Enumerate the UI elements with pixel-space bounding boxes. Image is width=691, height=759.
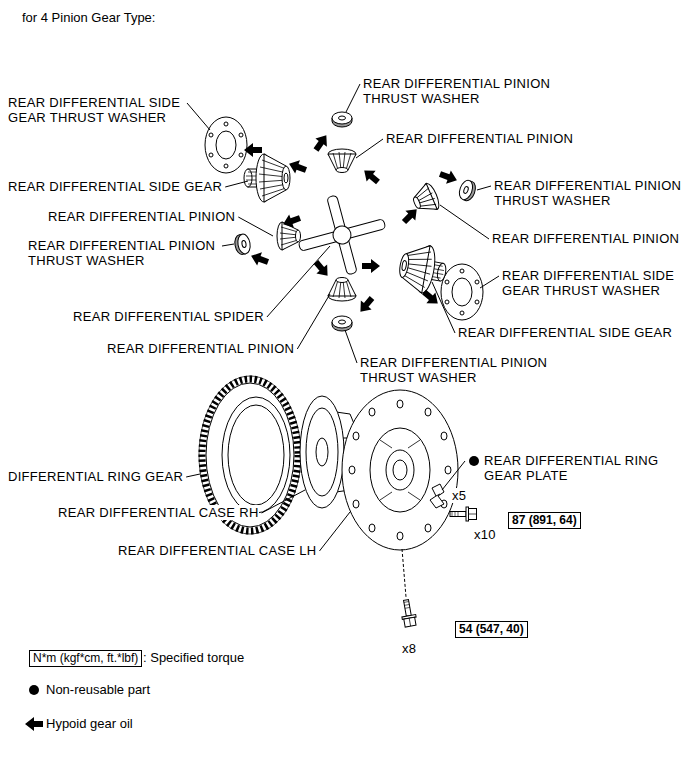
leader-line <box>480 276 499 288</box>
part-label: REAR DIFFERENTIAL SIDE GEAR THRUST WASHE… <box>8 95 184 125</box>
leader-line <box>238 217 273 236</box>
pinion <box>328 149 356 173</box>
part-label: REAR DIFFERENTIAL CASE RH <box>58 505 259 520</box>
part-label: REAR DIFFERENTIAL SIDE GEAR <box>458 325 672 340</box>
oil-arrows <box>244 131 459 316</box>
part-label: REAR DIFFERENTIAL PINION THRUST WASHER <box>360 355 551 385</box>
pinion <box>328 278 356 302</box>
part-label: REAR DIFFERENTIAL PINION <box>386 131 573 146</box>
part-label: REAR DIFFERENTIAL SIDE GEAR THRUST WASHE… <box>502 268 678 298</box>
part-label: REAR DIFFERENTIAL PINION THRUST WASHER <box>363 76 554 106</box>
part-label: REAR DIFFERENTIAL PINION <box>492 231 679 246</box>
part-label: REAR DIFFERENTIAL PINION <box>48 209 235 224</box>
diagram-title: for 4 Pinion Gear Type: <box>22 10 155 26</box>
part-label: REAR DIFFERENTIAL PINION <box>107 341 294 356</box>
pinion-washer <box>332 112 352 127</box>
side-gear-washer <box>441 264 483 320</box>
pinion <box>277 222 301 250</box>
spider <box>289 185 395 285</box>
leader-line <box>222 244 234 246</box>
torque-box: 54 (547, 40) <box>455 621 528 638</box>
part-label: REAR DIFFERENTIAL CASE LH <box>118 543 316 558</box>
bolt <box>450 507 477 521</box>
leader-line <box>356 139 383 158</box>
leader-line <box>319 512 350 551</box>
side-gear <box>244 154 290 202</box>
torque-legend-box: N*m (kgf*cm, ft.*lbf) <box>29 650 142 667</box>
part-label: REAR DIFFERENTIAL PINION THRUST WASHER <box>28 238 219 268</box>
leader-line <box>297 294 330 349</box>
leader-line <box>477 186 491 190</box>
pinion-washer <box>457 179 478 203</box>
leader-line <box>225 181 248 187</box>
non-reusable-dot <box>469 456 479 466</box>
legend-text: Non-reusable part <box>46 682 150 698</box>
leader-line <box>442 461 465 490</box>
leader-line <box>345 330 357 363</box>
box-text: 54 (547, 40) <box>459 622 524 636</box>
quantity: x8 <box>402 641 416 656</box>
part-label: REAR DIFFERENTIAL RING GEAR PLATE <box>484 453 662 483</box>
legend-samples <box>25 685 43 731</box>
leader-line <box>432 282 455 333</box>
legend-text: : Specified torque <box>143 650 244 666</box>
leader-line <box>186 474 200 477</box>
part-label: REAR DIFFERENTIAL SIDE GEAR <box>8 179 222 194</box>
pinion-washer <box>332 316 352 331</box>
side-gear <box>396 241 450 296</box>
pinion-washer <box>233 233 251 255</box>
leader-line <box>346 84 360 112</box>
part-label: REAR DIFFERENTIAL SPIDER <box>73 309 264 324</box>
side-gear-washer <box>205 117 247 173</box>
box-text: 87 (891, 64) <box>512 513 577 527</box>
leader-line <box>262 490 305 513</box>
quantity: x5 <box>452 488 466 503</box>
leader-line <box>187 103 210 130</box>
part-label: REAR DIFFERENTIAL PINION THRUST WASHER <box>494 178 685 208</box>
leader-line <box>440 205 489 239</box>
quantity: x10 <box>474 527 496 542</box>
install-line <box>402 549 406 597</box>
legend-text: Hypoid gear oil <box>46 716 133 732</box>
ring-gear-plate <box>430 484 444 508</box>
bolt <box>399 599 417 628</box>
part-label: DIFFERENTIAL RING GEAR <box>8 469 183 484</box>
leader-line <box>267 246 330 317</box>
case-lh <box>342 390 458 550</box>
torque-box: 87 (891, 64) <box>508 512 581 529</box>
box-text: N*m (kgf*cm, ft.*lbf) <box>33 651 138 665</box>
